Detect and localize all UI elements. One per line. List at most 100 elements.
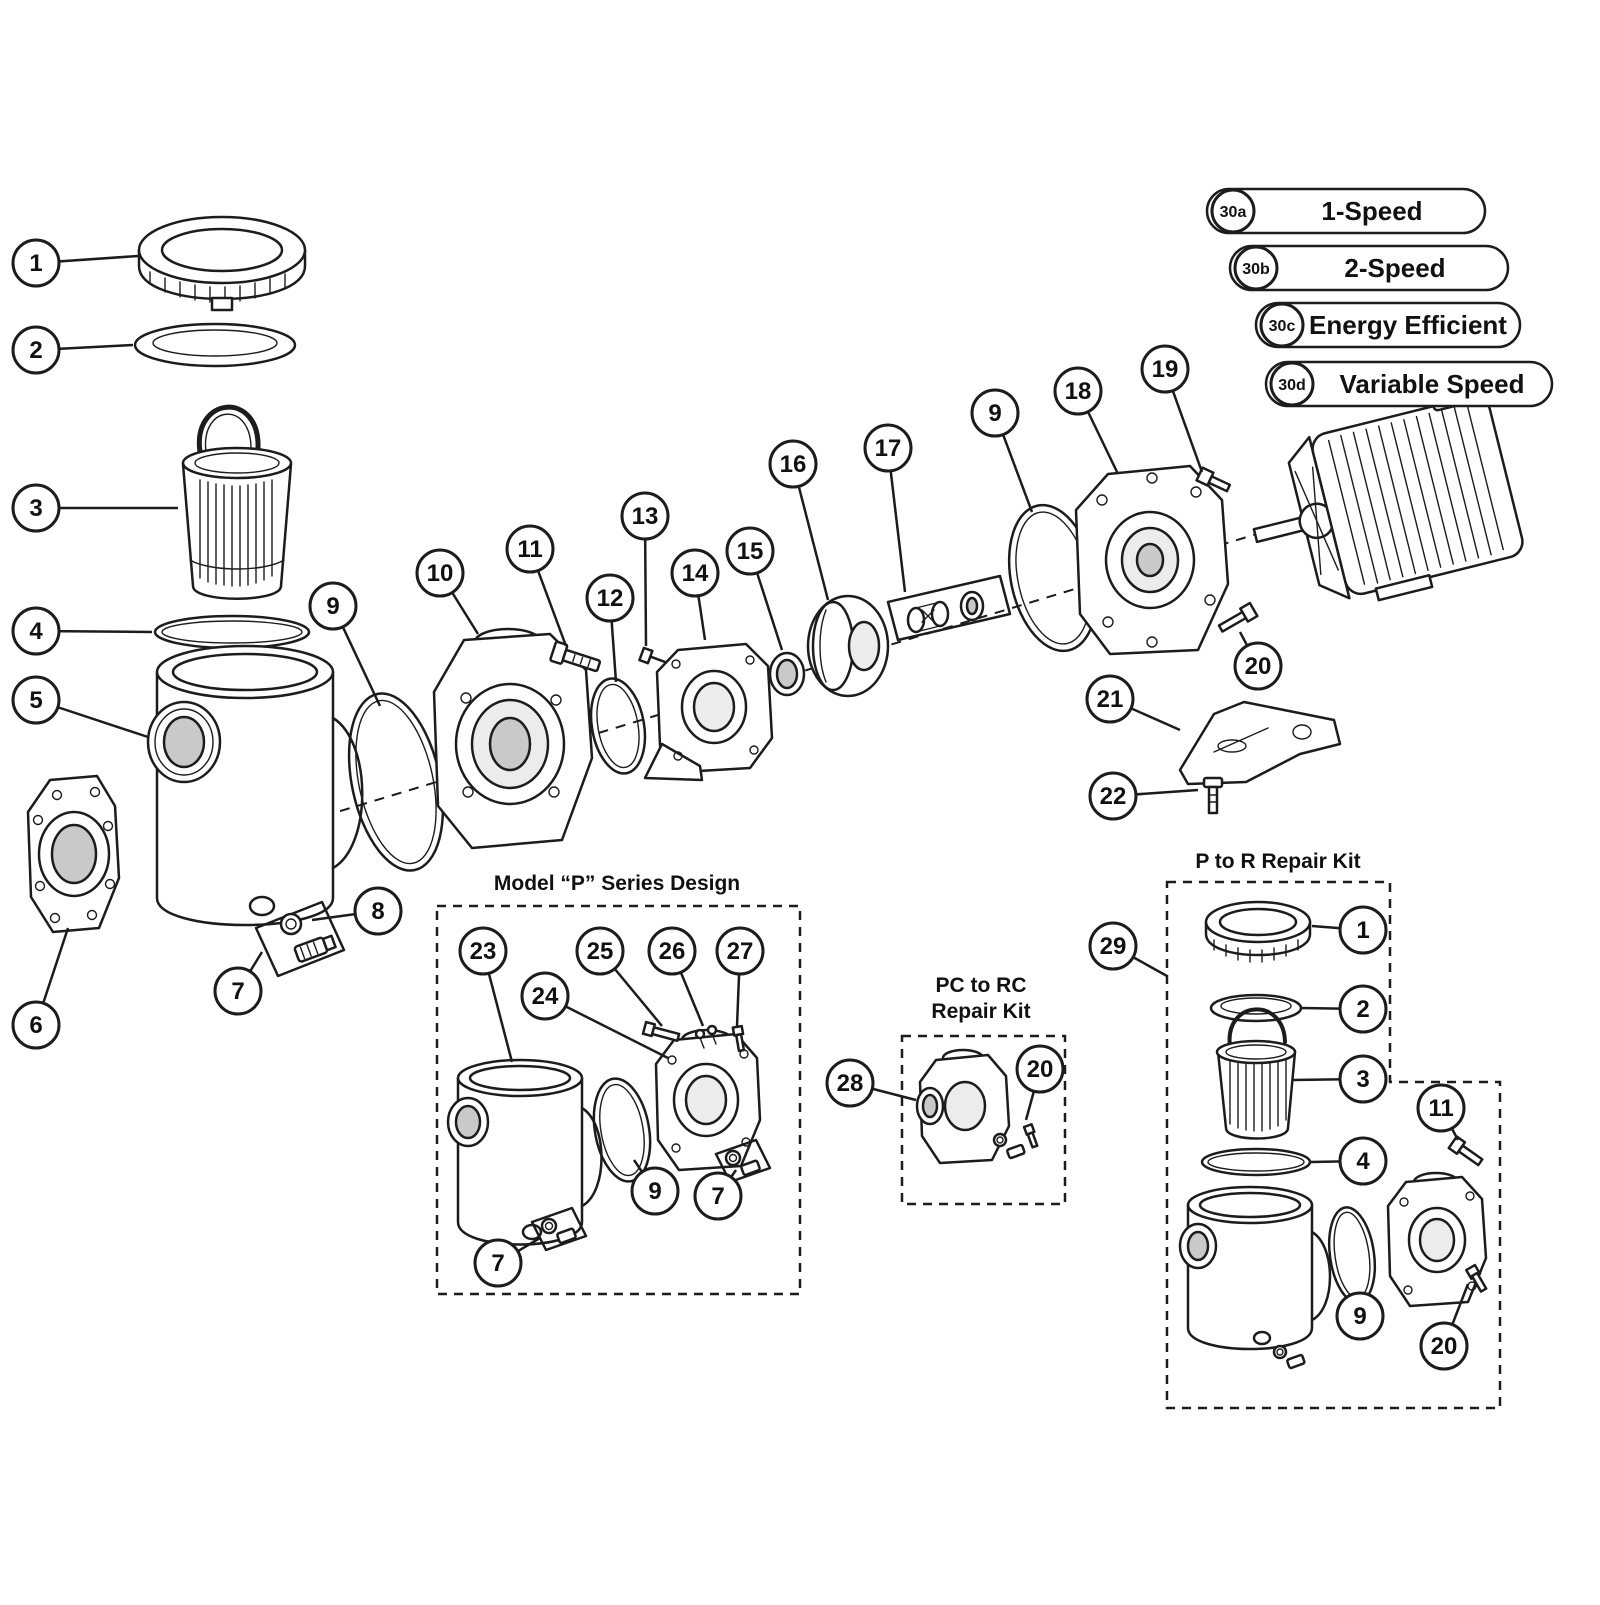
callout-number: 29 [1100, 933, 1127, 960]
part-p-r-oring [1200, 1147, 1312, 1177]
part-p-r-screw-20 [1465, 1263, 1488, 1293]
pc-rc-section: PC to RC Repair Kit [900, 974, 1067, 1206]
callout-2-p-r: 2 [1300, 984, 1388, 1034]
variant-label-variable-speed: Variable Speed [1340, 369, 1525, 399]
callout-number: 1 [1356, 917, 1369, 944]
variant-label-1-speed: 1-Speed [1321, 196, 1422, 226]
callout-8: 8 [311, 886, 403, 936]
part-bolt-20 [1217, 601, 1259, 633]
callout-number: 30b [1242, 261, 1270, 278]
callout-number: 16 [780, 451, 807, 478]
part-lock-ring [137, 215, 307, 312]
callout-6: 6 [11, 927, 70, 1050]
callout-9-p-r: 9 [1335, 1291, 1385, 1341]
part-p-r-basket [1215, 1007, 1297, 1140]
callout-number: 7 [711, 1183, 724, 1210]
part-motor [1252, 376, 1524, 602]
part-oring-12 [589, 677, 647, 775]
part-bolt-11 [549, 640, 602, 673]
callout-4-p-r: 4 [1310, 1136, 1388, 1186]
callout-number: 2 [29, 337, 42, 364]
callout-number: 8 [371, 898, 384, 925]
callout-number: 19 [1152, 356, 1179, 383]
callout-3: 3 [11, 483, 178, 533]
callout-number: 9 [1353, 1303, 1366, 1330]
callout-15: 15 [725, 526, 784, 651]
p-r-box [1165, 880, 1502, 1410]
callout-27: 27 [715, 926, 765, 1027]
callout-number: 12 [597, 585, 624, 612]
callout-number: 6 [29, 1012, 42, 1039]
part-drain-plug-assembly [254, 900, 346, 978]
part-lid [133, 322, 297, 368]
callout-28: 28 [825, 1058, 917, 1108]
callout-29: 29 [1088, 921, 1168, 978]
part-volute-housing [432, 627, 594, 850]
callout-number: 11 [517, 536, 542, 563]
callout-9-model-p: 9 [630, 1159, 680, 1216]
callout-number: 2 [1356, 996, 1369, 1023]
part-strainer-basket [181, 404, 293, 600]
callout-number: 17 [875, 435, 902, 462]
callout-18: 18 [1053, 366, 1120, 475]
callout-number: 20 [1245, 653, 1272, 680]
callout-25: 25 [575, 926, 663, 1027]
part-mount-base [1178, 700, 1342, 786]
callout-circle [1233, 245, 1279, 291]
callout-20-pc-rc: 20 [1015, 1044, 1065, 1121]
part-model-p-screw-27 [731, 1024, 746, 1053]
callout-number: 23 [470, 938, 497, 965]
callout-number: 3 [29, 495, 42, 522]
callout-2: 2 [11, 325, 134, 375]
variant-pill-variable-speed: Variable Speed 30d [1264, 360, 1554, 408]
callout-13: 13 [620, 491, 670, 647]
callout-number: 4 [1356, 1148, 1370, 1175]
callout-7-model-p-left: 7 [473, 1236, 541, 1288]
callout-number: 30a [1220, 204, 1247, 221]
callout-23: 23 [458, 926, 514, 1063]
callout-20-p-r: 20 [1419, 1283, 1470, 1371]
model-p-title: Model “P” Series Design [494, 872, 740, 895]
callout-4: 4 [11, 606, 153, 656]
part-pot-oring [153, 614, 311, 650]
callout-number: 25 [587, 938, 614, 965]
p-r-title: P to R Repair Kit [1195, 850, 1360, 873]
callout-circle [1210, 188, 1256, 234]
callout-number: 5 [29, 687, 42, 714]
callout-number: 14 [682, 560, 709, 587]
callout-20-main: 20 [1233, 631, 1283, 691]
callout-9-right: 9 [970, 388, 1034, 513]
part-model-p-drain-left [530, 1206, 588, 1252]
part-model-p-oring [592, 1077, 652, 1183]
callout-26: 26 [647, 926, 705, 1027]
callout-1-p-r: 1 [1311, 905, 1388, 955]
callout-number: 27 [727, 938, 754, 965]
part-model-p-housing [654, 1028, 762, 1172]
callout-14: 14 [670, 548, 720, 641]
callout-number: 28 [837, 1070, 864, 1097]
part-impeller [806, 594, 890, 698]
callout-7-model-p-right: 7 [693, 1169, 743, 1221]
model-p-section: Model “P” Series Design [435, 872, 802, 1296]
callout-number: 3 [1356, 1066, 1369, 1093]
callout-11-main: 11 [505, 524, 568, 647]
callout-7-main: 7 [213, 951, 264, 1016]
variant-pill-energy-efficient: Energy Efficient 30c [1254, 301, 1522, 349]
callout-number: 21 [1097, 686, 1124, 713]
callout-number: 30d [1278, 377, 1306, 394]
callout-12: 12 [585, 573, 635, 683]
pc-rc-title-line2: Repair Kit [931, 1000, 1030, 1023]
callout-21: 21 [1085, 674, 1181, 732]
callout-number: 30c [1269, 318, 1296, 335]
part-shaft-seal [886, 574, 1012, 642]
callout-17: 17 [863, 423, 913, 593]
p-r-section: P to R Repair Kit [1165, 850, 1502, 1410]
part-pump-pot [146, 644, 364, 927]
part-diffuser [643, 642, 774, 782]
part-flange [26, 774, 121, 934]
pc-rc-title-line1: PC to RC [936, 974, 1027, 997]
part-model-p-screws-26 [694, 1024, 718, 1049]
part-pc-rc-housing [915, 1048, 1039, 1165]
